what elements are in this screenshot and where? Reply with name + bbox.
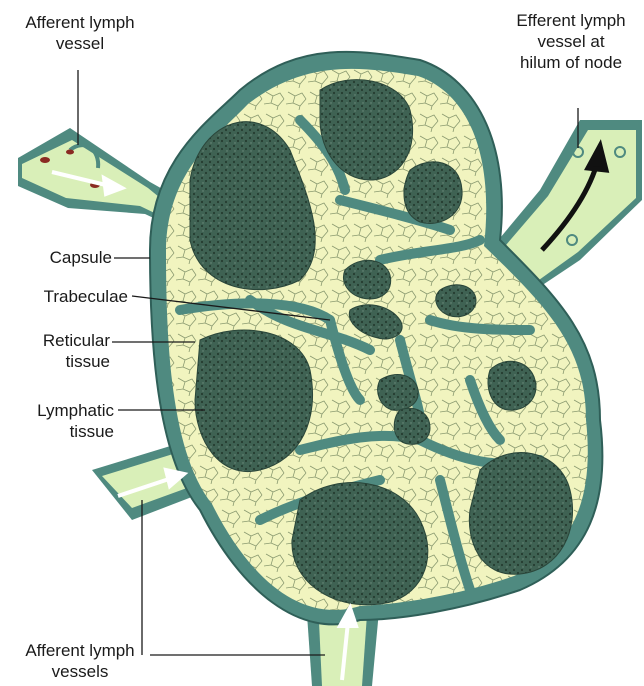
- label-capsule: Capsule: [10, 247, 112, 268]
- label-trabeculae: Trabeculae: [10, 286, 128, 307]
- label-efferent-lymph-vessel: Efferent lymph vessel at hilum of node: [498, 10, 644, 73]
- label-afferent-lymph-vessel: Afferent lymph vessel: [6, 12, 154, 54]
- label-afferent-lymph-vessels: Afferent lymph vessels: [6, 640, 154, 682]
- label-reticular-tissue: Reticular tissue: [6, 330, 110, 372]
- label-lymphatic-tissue: Lymphatic tissue: [6, 400, 114, 442]
